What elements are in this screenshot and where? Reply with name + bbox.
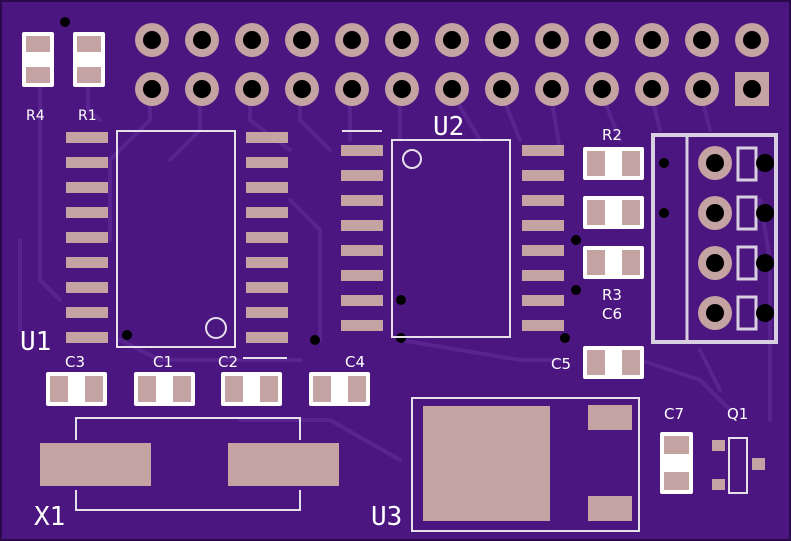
u1-pads-left	[66, 132, 108, 343]
regulator-u3: U3	[371, 397, 640, 532]
u2-pads-right	[522, 145, 564, 331]
label-u3: U3	[371, 502, 402, 532]
ic-u2: U2	[341, 112, 564, 338]
crystal-x1: X1	[34, 417, 339, 532]
header-drills	[143, 31, 761, 98]
label-r1: R1	[78, 108, 97, 124]
u1-pads-right	[246, 132, 288, 343]
label-c6: C6	[602, 305, 622, 323]
resistor-r1: R1	[73, 32, 105, 124]
u2-pads-left	[341, 145, 383, 331]
label-c2: C2	[218, 353, 238, 371]
label-c4: C4	[345, 353, 365, 371]
ic-u1: U1	[20, 130, 288, 357]
label-u1: U1	[20, 327, 51, 357]
capacitor-c6	[583, 246, 644, 279]
label-c5: C5	[551, 355, 571, 373]
capacitor-c5: C5	[551, 346, 644, 379]
capacitor-c4: C4	[309, 353, 370, 406]
label-r3: R3	[602, 286, 622, 304]
capacitor-c2: C2	[218, 353, 287, 406]
capacitor-c3: C3	[46, 353, 107, 406]
resistor-r3	[583, 196, 644, 229]
label-x1: X1	[34, 502, 65, 532]
label-r4: R4	[26, 108, 45, 124]
label-c1: C1	[153, 353, 173, 371]
vias	[60, 17, 669, 345]
label-r2: R2	[602, 126, 622, 144]
capacitor-c7: C7	[660, 405, 693, 494]
label-c3: C3	[65, 353, 85, 371]
pin-header-2x13	[135, 23, 769, 106]
label-u2: U2	[433, 112, 464, 142]
pin-header-1x4	[651, 133, 778, 344]
resistor-r4: R4	[22, 32, 54, 124]
capacitor-c1: C1	[134, 353, 195, 406]
label-c7: C7	[664, 405, 684, 423]
resistor-r2: R2	[583, 126, 644, 180]
transistor-q1: Q1	[712, 405, 765, 494]
label-q1: Q1	[727, 405, 748, 423]
